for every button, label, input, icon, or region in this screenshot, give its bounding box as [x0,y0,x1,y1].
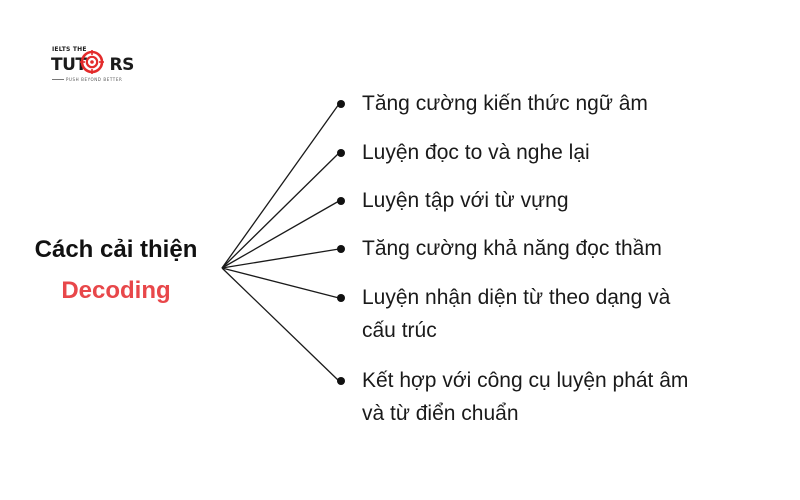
branch-item-phonics: Tăng cường kiến thức ngữ âm [362,92,648,115]
branch-item-word-patterns-line2: cấu trúc [362,319,437,342]
branch-item-vocabulary: Luyện tập với từ vựng [362,189,569,212]
central-topic-title: Cách cải thiện [34,236,198,263]
branch-bullet [337,100,345,108]
central-topic-subtitle: Decoding [61,277,171,304]
branch-item-read-aloud: Luyện đọc to và nghe lại [362,141,590,164]
connector-line [221,103,340,269]
connector-line [221,267,340,382]
branch-item-silent-reading: Tăng cường khả năng đọc thầm [362,237,662,260]
logo-wordmark: TUT RS [51,55,134,75]
target-icon [80,50,104,74]
connector-line [221,248,340,269]
branch-bullet [337,149,345,157]
branch-bullet [337,377,345,385]
connector-line [221,152,340,269]
branch-item-word-patterns: Luyện nhận diện từ theo dạng và [362,286,671,309]
brand-logo: IELTS THE TUT RS PUSH BEYOND BETTER [48,44,140,92]
logo-wordmark-right: RS [109,55,135,75]
branch-item-pronunciation-tools: Kết hợp với công cụ luyện phát âm [362,369,689,392]
logo-wordmark-left: TUT [51,55,87,75]
branch-bullet [337,294,345,302]
connector-line [221,267,340,299]
branch-bullet [337,197,345,205]
branch-item-pronunciation-tools-line2: và từ điển chuẩn [362,402,519,425]
logo-tagline-rule [52,79,64,80]
connector-line [221,200,340,269]
branch-bullet [337,245,345,253]
logo-tagline: PUSH BEYOND BETTER [66,77,123,82]
logo-small-text: IELTS THE [52,46,87,53]
